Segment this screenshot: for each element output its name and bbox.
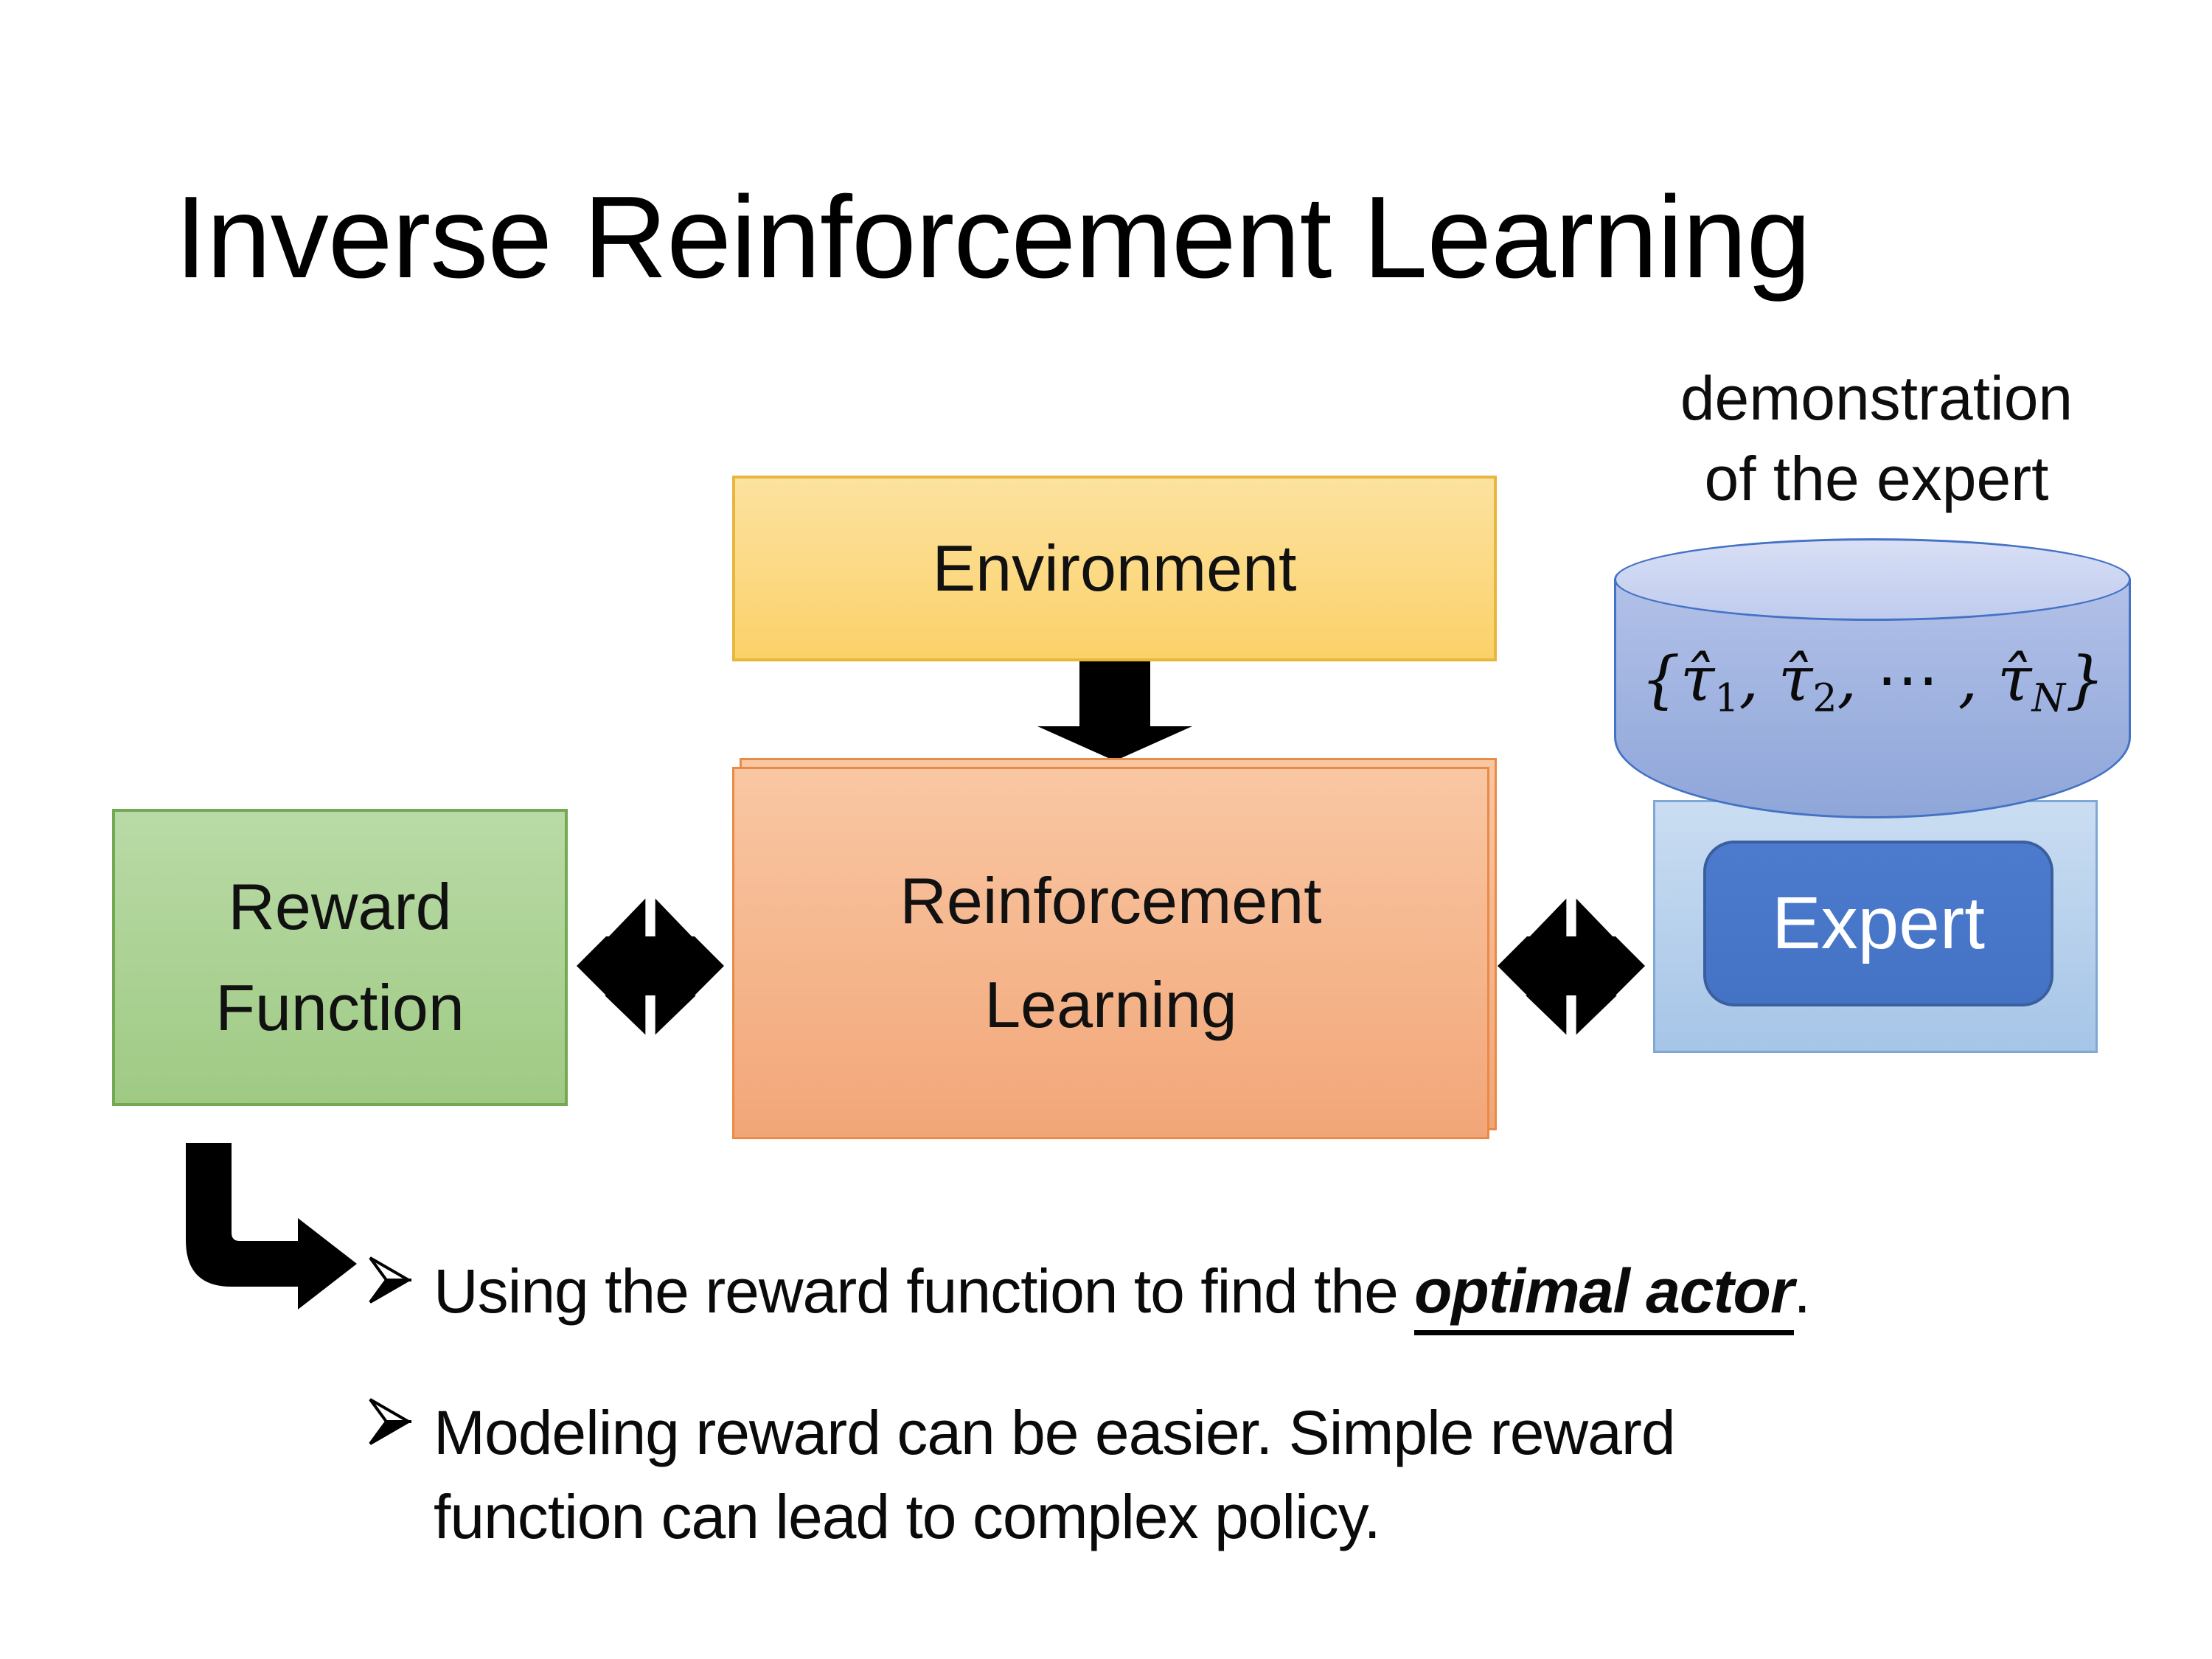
demonstration-cylinder-top	[1614, 538, 2131, 621]
trajectory-set-formula: {τ̂1, τ̂2, ⋯ , τ̂N}	[1641, 643, 2105, 721]
demonstration-label-line2: of the expert	[1704, 444, 2049, 514]
down-arrow-icon	[1037, 661, 1192, 761]
demonstration-label-line1: demonstration	[1680, 364, 2073, 433]
reinforcement-learning-label: Reinforcement Learning	[900, 863, 1322, 1041]
demonstration-label: demonstration of the expert	[1582, 358, 2171, 519]
bullet-text: Modeling reward can be easier. Simple re…	[434, 1398, 1676, 1552]
environment-label: Environment	[932, 531, 1297, 605]
bullet-item-modeling-reward: Modeling reward can be easier. Simple re…	[367, 1391, 2063, 1559]
environment-box: Environment	[732, 476, 1497, 661]
double-arrow-icon	[577, 898, 724, 1035]
reinforcement-learning-box: Reinforcement Learning	[732, 767, 1489, 1139]
expert-label: Expert	[1771, 882, 1985, 964]
optimal-actor-emphasis: optimal actor	[1414, 1256, 1795, 1335]
bent-arrow-icon	[186, 1143, 357, 1310]
bullet-text: Using the reward function to find the op…	[434, 1249, 1811, 1335]
bullet-arrowhead-icon	[369, 1398, 411, 1445]
page-title: Inverse Reinforcement Learning	[175, 173, 1811, 302]
double-arrow-icon	[1498, 898, 1645, 1035]
reward-function-label: Reward Function	[215, 870, 465, 1044]
bullet-arrowhead-icon	[369, 1256, 411, 1304]
expert-box: Expert	[1703, 841, 2053, 1006]
reward-function-box: Reward Function	[112, 809, 568, 1106]
bullet-item-optimal-actor: Using the reward function to find the op…	[367, 1249, 2063, 1335]
